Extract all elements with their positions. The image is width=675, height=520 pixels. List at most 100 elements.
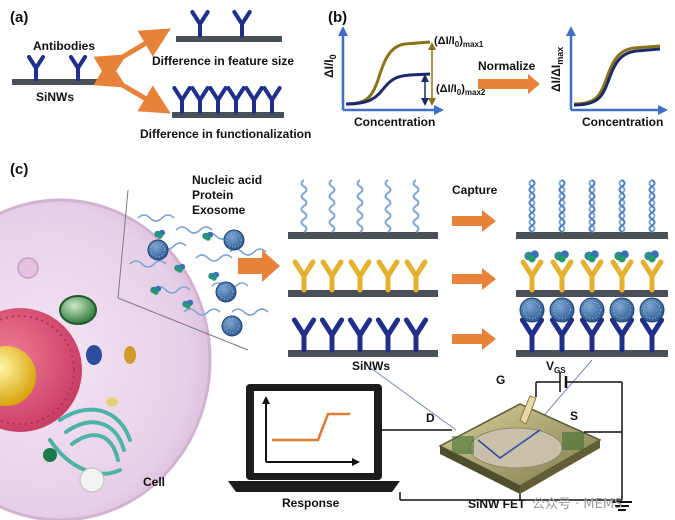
device-label: SiNW FET: [468, 497, 526, 511]
protein-lobe: [185, 303, 191, 309]
sinw-substrate-after: [516, 232, 668, 239]
antibody: [579, 317, 605, 353]
antibody: [262, 86, 282, 114]
sinw-substrate-feature: [176, 36, 282, 42]
orange-vesicle: [124, 346, 136, 364]
nucleus-envelope-dots: [0, 315, 75, 425]
antibody-arm-right: [240, 10, 252, 26]
max1-label: (ΔI/I0)max1: [434, 35, 484, 49]
sinws-label-a: SiNWs: [36, 90, 74, 104]
capture-arrow: [452, 210, 496, 232]
y-label-right: ΔI/ΔImax: [549, 47, 565, 92]
antibody: [172, 86, 192, 114]
antibody: [190, 86, 210, 114]
antibody-arm-left: [232, 10, 244, 26]
antibody: [376, 259, 400, 293]
exosome-texture: [218, 284, 234, 300]
sinws-label-c: SiNWs: [352, 359, 390, 373]
vgs-sub: GS: [554, 366, 566, 375]
antibody-group-a: [26, 55, 88, 81]
antibody: [190, 10, 210, 38]
antibody: [609, 317, 635, 353]
y-axis-arrow-right: [566, 26, 576, 36]
dna-complement-strand: [558, 179, 566, 233]
antibody: [550, 259, 574, 293]
antibody-arm-right: [252, 86, 264, 102]
max1-tail: ): [459, 35, 463, 47]
sinw-substrate-before: [288, 232, 438, 239]
free-nucleic-acid: [175, 226, 213, 234]
vesicle-top: [17, 257, 39, 279]
panel-b-label: (b): [328, 9, 347, 26]
curve-normalized-navy: [573, 47, 661, 107]
normalize-label: Normalize: [478, 59, 536, 73]
laptop-base: [228, 481, 400, 492]
gate-electrode: [519, 395, 537, 425]
protein: [554, 250, 569, 263]
antibody-arm-right: [589, 317, 605, 338]
antibody-arm-right: [649, 259, 664, 279]
antibody-arm-right: [34, 55, 46, 70]
max2-label: (ΔI/I0)max2: [436, 83, 486, 97]
y-label-left: ΔI/I0: [322, 54, 338, 78]
normalize-arrow: [478, 74, 540, 94]
antibody-arm-right: [413, 259, 428, 279]
exosome: [147, 239, 169, 261]
antibody: [639, 317, 665, 353]
sinw-substrate-a: [12, 79, 102, 85]
antibody-arm-right: [234, 86, 246, 102]
cell-label: Cell: [143, 475, 165, 489]
free-nucleic-acid: [195, 254, 233, 262]
chip-side-right: [520, 440, 600, 494]
protein-lobe: [157, 233, 163, 239]
analyte-labels: Nucleic acid Protein Exosome: [192, 173, 262, 217]
y-label-left-sub: 0: [328, 54, 338, 59]
antibody-arm-left: [319, 317, 335, 338]
max2-sub0: 0: [457, 88, 462, 97]
free-nucleic-acid: [137, 214, 175, 222]
golgi: [48, 407, 132, 476]
zoom-line-left: [367, 365, 457, 431]
dna-strand: [356, 179, 364, 233]
antibody: [580, 259, 604, 293]
curve-max2: [345, 72, 431, 106]
antibody-arm-left: [226, 86, 238, 102]
protein: [524, 250, 539, 263]
terminal-s-label: S: [570, 409, 578, 423]
x-axis-arrow-right: [658, 105, 668, 115]
protein: [614, 250, 629, 263]
y-label-right-main: ΔI/ΔI: [549, 65, 563, 92]
antibodies-label: Antibodies: [33, 39, 95, 53]
max2-indicator: [421, 74, 429, 106]
antibody-arm-left: [190, 86, 202, 102]
zoom-cone: [117, 189, 249, 351]
max2-tail: ): [461, 83, 465, 95]
exosome: [221, 315, 243, 337]
panel-c: (c) Cell Nucleic acid Protein: [0, 161, 668, 520]
nucleolus: [0, 346, 36, 406]
exosome: [639, 297, 665, 323]
x-label-left: Concentration: [354, 115, 435, 129]
antibody-group-func: [172, 86, 282, 114]
sinw-substrate-after: [516, 350, 668, 357]
vgs-main: V: [546, 359, 554, 373]
green-dot: [43, 448, 57, 462]
antibody-arm-right: [198, 10, 210, 26]
exosome: [215, 281, 237, 303]
antibody-arm-left: [190, 10, 202, 26]
antibody-arm-right: [270, 86, 282, 102]
protein: [150, 285, 162, 295]
antibody: [520, 259, 544, 293]
sinw-substrate-before: [288, 350, 438, 357]
green-organelle: [59, 295, 97, 325]
y-label-right-sub: max: [555, 47, 565, 65]
normalized-plot: ΔI/ΔImax Concentration: [549, 26, 668, 129]
response-step-curve: [272, 412, 350, 442]
antibody-arm-left: [404, 259, 419, 279]
protein-lobe: [528, 255, 536, 263]
exosome-texture: [150, 242, 166, 258]
antibody-arm-right: [76, 55, 88, 70]
x-label-right: Concentration: [582, 115, 663, 129]
max1-indicator: [428, 42, 436, 106]
y-label-left-main: ΔI/I: [322, 59, 336, 78]
